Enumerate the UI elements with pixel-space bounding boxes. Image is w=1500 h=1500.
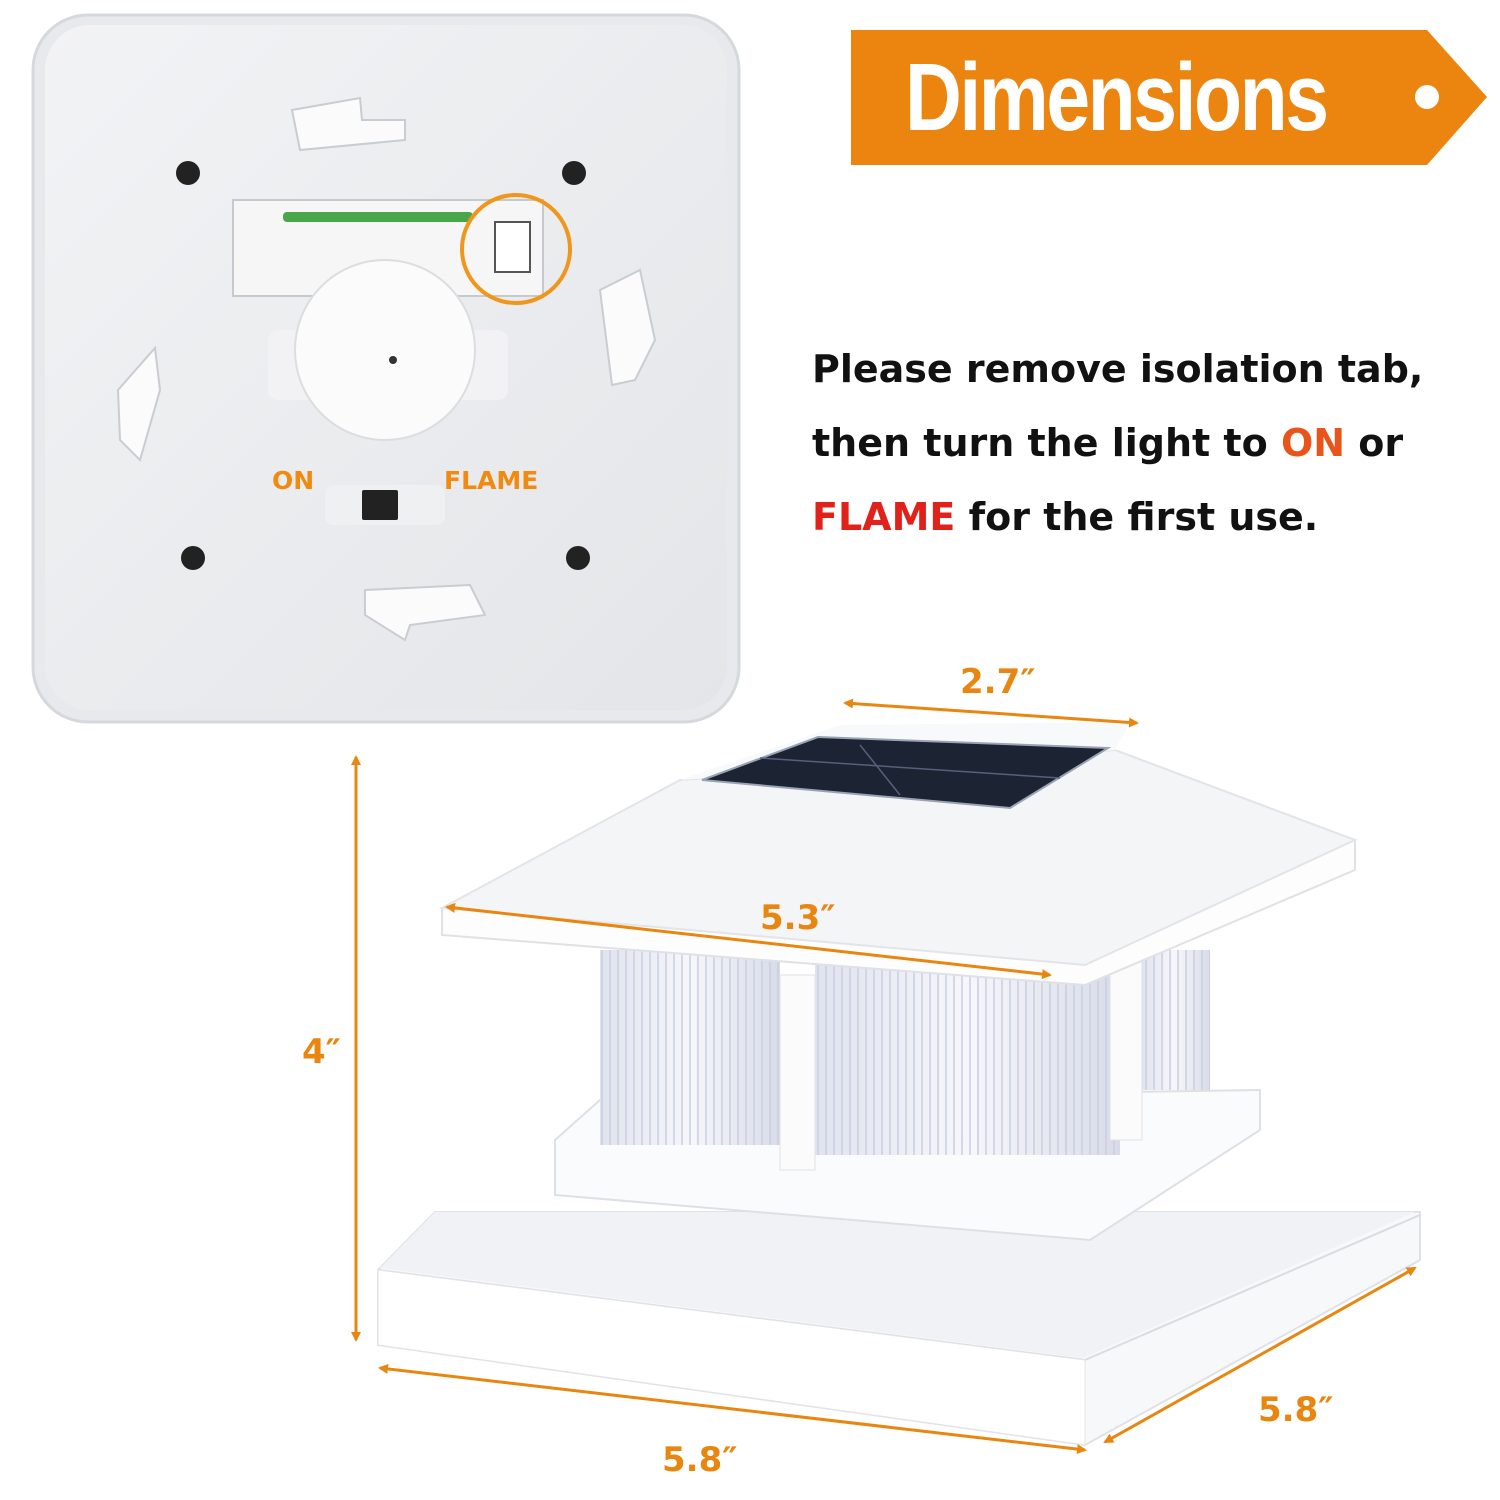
dim-label-base-side: 5.8″ (1258, 1390, 1334, 1430)
screw-icon (176, 161, 590, 570)
dim-arrow-base-front (378, 1363, 1087, 1455)
banner-title: Dimensions (905, 44, 1329, 151)
dim-label-height: 4″ (302, 1032, 341, 1072)
solar-panel (701, 735, 1112, 810)
back-panel (31, 13, 741, 724)
switch-label-flame: FLAME (444, 466, 539, 495)
dim-arrow-cap-width (445, 902, 1052, 980)
on-highlight: ON (1280, 421, 1346, 465)
instruction-line-3: FLAME for the first use. (812, 480, 1492, 554)
instruction-text: then turn the light to (812, 421, 1281, 465)
instruction-text: for the first use. (955, 495, 1319, 539)
instruction-line-2: then turn the light to ON or (812, 406, 1492, 480)
dim-label-solar-width: 2.7″ (960, 662, 1036, 702)
dim-arrow-base-side (1103, 1266, 1417, 1444)
instruction-text: or (1345, 421, 1404, 465)
mode-switch[interactable] (362, 490, 398, 520)
isolation-tab-highlight (460, 193, 572, 305)
post-cap-light (377, 722, 1421, 1447)
dim-arrow-solar-width (843, 698, 1139, 728)
switch-label-on: ON (272, 466, 315, 495)
dim-label-base-front: 5.8″ (662, 1440, 738, 1480)
dim-label-cap-width: 5.3″ (760, 898, 836, 938)
banner (851, 30, 1487, 165)
instruction-line-1: Please remove isolation tab, (812, 347, 1424, 391)
instructions: Please remove isolation tab, then turn t… (812, 332, 1492, 554)
flame-highlight: FLAME (812, 495, 956, 539)
banner-hole-icon (1415, 85, 1439, 109)
